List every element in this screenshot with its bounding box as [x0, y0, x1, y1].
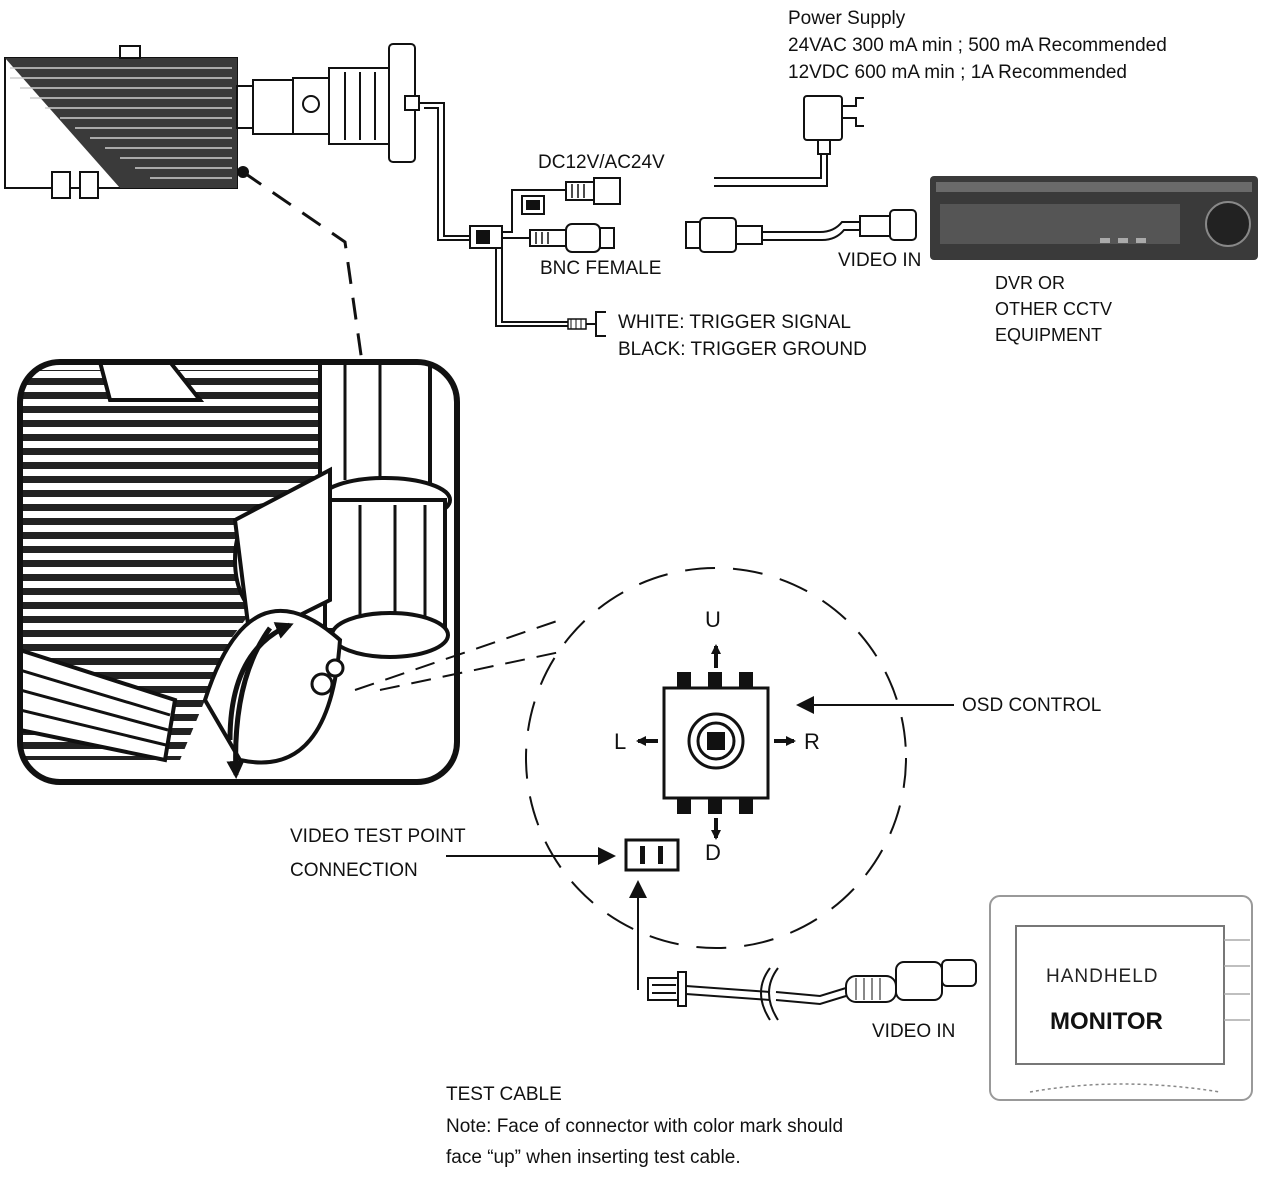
detail-circle — [525, 567, 907, 949]
osd-control-label: OSD CONTROL — [962, 695, 1102, 716]
main-cable — [419, 102, 478, 241]
dvr-label-line2: OTHER CCTV — [995, 299, 1112, 319]
monitor-video-in-label: VIDEO IN — [872, 1021, 956, 1042]
cable-splitter — [469, 225, 503, 249]
osd-up-label: U — [705, 607, 721, 632]
power-supply-spec-dc: 12VDC 600 mA min ; 1A Recommended — [788, 62, 1128, 83]
test-cable-note-line2: face “up” when inserting test cable. — [446, 1147, 741, 1168]
trigger-wires — [567, 311, 606, 337]
test-cable — [647, 959, 977, 1021]
dvr-unit — [930, 176, 1258, 260]
osd-right-label: R — [804, 729, 820, 754]
camera-illustration — [4, 43, 420, 199]
osd-joystick — [636, 644, 796, 840]
test-point-label-line1: VIDEO TEST POINT — [290, 826, 466, 847]
zoom-leader — [242, 170, 364, 363]
video-test-point — [624, 838, 680, 872]
monitor-title: HANDHELD — [1046, 966, 1159, 987]
power-supply-title: Power Supply — [788, 8, 906, 29]
test-cable-title: TEST CABLE — [446, 1084, 562, 1105]
black-wire-label: BLACK: TRIGGER GROUND — [618, 339, 867, 360]
power-supply-spec-ac: 24VAC 300 mA min ; 500 mA Recommended — [788, 35, 1167, 56]
dvr-video-cable — [685, 209, 917, 253]
bnc-female-connector — [529, 223, 615, 253]
dc-power-label: DC12V/AC24V — [538, 152, 665, 173]
zoom-inset — [17, 359, 460, 785]
osd-down-label: D — [705, 840, 721, 865]
dc-connector — [521, 177, 621, 215]
white-wire-label: WHITE: TRIGGER SIGNAL — [618, 312, 851, 333]
test-point-label-line2: CONNECTION — [290, 860, 418, 881]
dvr-label-line1: DVR OR — [995, 273, 1066, 293]
test-cable-note-line1: Note: Face of connector with color mark … — [446, 1116, 844, 1137]
monitor-brand: MONITOR — [1050, 1008, 1163, 1035]
dvr-video-in-label: VIDEO IN — [838, 250, 922, 271]
osd-left-label: L — [614, 729, 627, 754]
bnc-female-label: BNC FEMALE — [540, 258, 662, 279]
osd-leader — [354, 619, 561, 691]
handheld-monitor — [989, 895, 1253, 1101]
dvr-label-line3: EQUIPMENT — [995, 325, 1103, 345]
power-adapter — [714, 95, 864, 187]
